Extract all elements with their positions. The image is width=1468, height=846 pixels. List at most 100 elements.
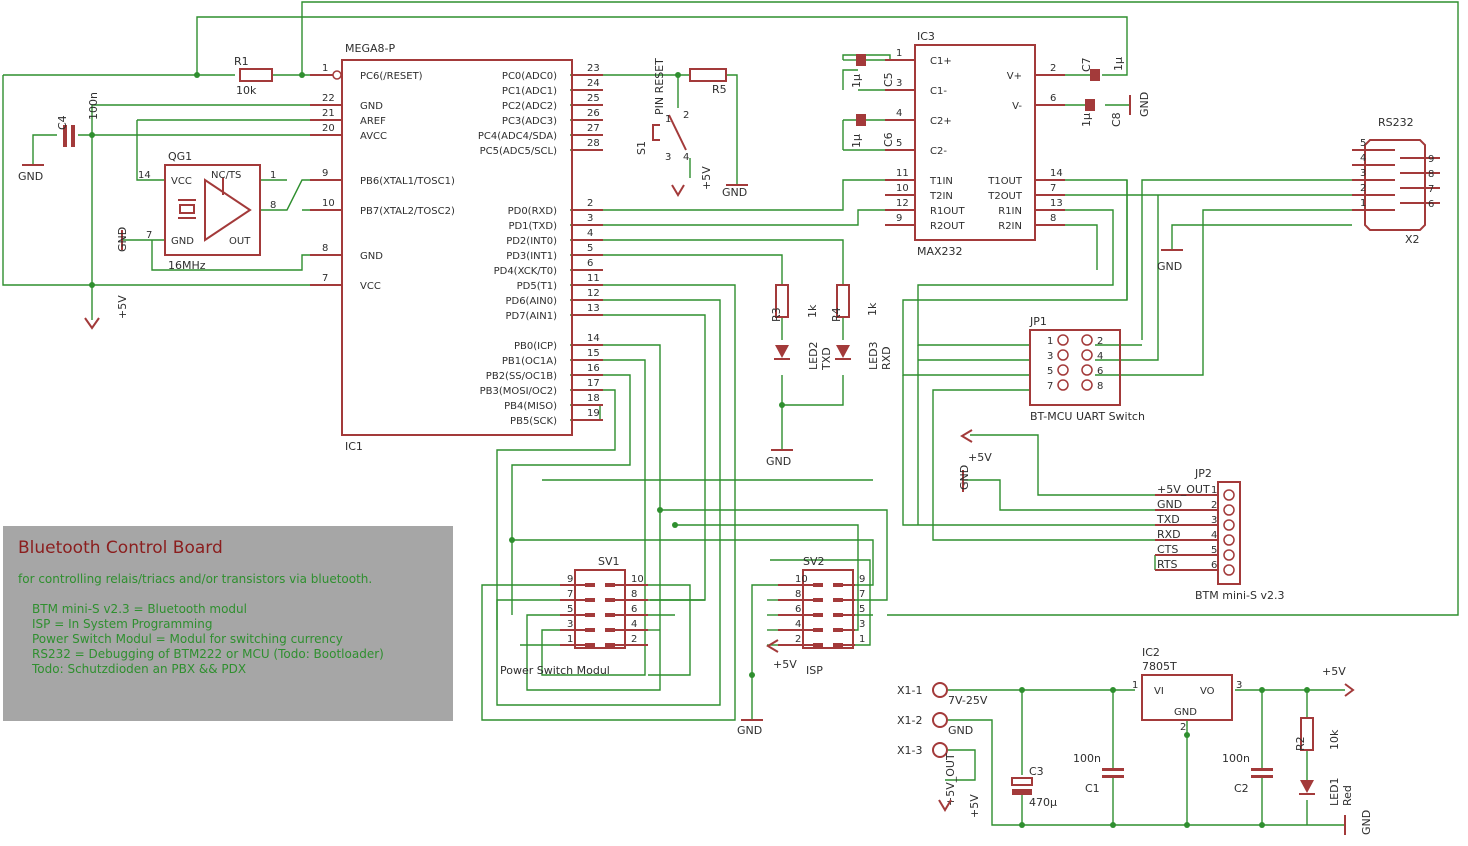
ic1-pin-number: 14 [587, 333, 600, 344]
connector-jp2: JP2 BTM mini-S v2.3 1+5V_OUT2GND3TXD4RXD… [1155, 467, 1285, 602]
ic3-pin-number: 3 [896, 78, 902, 89]
ic1-pin-label: PC1(ADC1) [502, 86, 557, 97]
switch-s1[interactable]: PIN RESET S1 1 2 3 4 [635, 58, 689, 163]
rs232-pin-number: 5 [1360, 138, 1366, 149]
svg-text:C7: C7 [1080, 57, 1093, 72]
svg-text:1k: 1k [806, 304, 819, 318]
ic3-pin-label: R1IN [998, 206, 1022, 217]
ic1-pin-label: PD0(RXD) [508, 206, 557, 217]
ic3-pin-number: 13 [1050, 198, 1063, 209]
sv1-pin-number: 10 [631, 574, 644, 585]
svg-text:1: 1 [270, 170, 276, 181]
svg-text:+5V: +5V [773, 658, 797, 671]
svg-text:LED1: LED1 [1328, 777, 1341, 806]
svg-text:1k: 1k [866, 302, 879, 316]
svg-text:OUT: OUT [229, 236, 251, 247]
r1-ref: R1 [234, 55, 249, 68]
resistor-r5: R5 [689, 68, 727, 96]
ic1-pin-number: 28 [587, 138, 600, 149]
sv2-pin [813, 598, 823, 602]
rs232-pin-number: 4 [1360, 153, 1366, 164]
sv2-pin [833, 643, 843, 647]
led-led1: LED1 Red [1299, 777, 1354, 806]
jp1-pin[interactable] [1057, 334, 1069, 346]
jp2-pin-label: CTS [1157, 543, 1178, 556]
svg-text:GND: GND [766, 455, 791, 468]
jp1-pin-number: 8 [1097, 381, 1103, 392]
gnd-symbol: GND [18, 164, 44, 183]
svg-text:1: 1 [665, 114, 671, 125]
capacitor-c8: 1µ C8 [1080, 99, 1123, 127]
sv1-pin-number: 9 [567, 574, 573, 585]
ic3-pin-label: V+ [1007, 71, 1022, 82]
jp2-pin-number: 1 [1211, 485, 1217, 496]
ic1-pin-number: 11 [587, 273, 600, 284]
svg-text:GND: GND [1174, 707, 1197, 718]
svg-text:2: 2 [1180, 722, 1186, 733]
svg-text:R3: R3 [770, 307, 783, 322]
svg-text:470µ: 470µ [1029, 796, 1057, 809]
r5-ref: R5 [712, 83, 727, 96]
svg-text:C2: C2 [1234, 782, 1249, 795]
svg-text:10k: 10k [1328, 729, 1341, 750]
sv2-pin-number: 1 [859, 634, 865, 645]
ic3-pin-label: T1OUT [987, 176, 1023, 187]
svg-text:+5V_OUT: +5V_OUT [944, 753, 957, 806]
jp1-pin[interactable] [1057, 379, 1069, 391]
ic1-pin-number: 27 [587, 123, 600, 134]
jp1-pin[interactable] [1081, 379, 1093, 391]
ic1-pin-number: 16 [587, 363, 600, 374]
jp1-pin[interactable] [1057, 364, 1069, 376]
ic3-pin-number: 10 [896, 183, 909, 194]
resistor-r4: R4 1k [830, 284, 879, 322]
svg-text:1µ: 1µ [1080, 113, 1093, 127]
c4-value: 100n [87, 92, 100, 120]
sv1-pin [585, 583, 595, 587]
capacitor-c4: C4 100n [56, 92, 100, 147]
svg-text:C5: C5 [882, 72, 895, 87]
ic3-pin-label: C2- [930, 146, 947, 157]
sv1-pin [605, 583, 615, 587]
gnd-label: GND [18, 170, 43, 183]
svg-text:RXD: RXD [880, 346, 893, 370]
gnd-symbol-rs232: GND [1157, 249, 1183, 273]
sv1-pin-number: 4 [631, 619, 637, 630]
ic3-name: MAX232 [917, 245, 963, 258]
ic1-mega8: MEGA8-P IC1 1PC6(/RESET)22GND21AREF20AVC… [310, 42, 603, 453]
gnd-symbol-power: GND [1344, 810, 1373, 835]
ic1-name: MEGA8-P [345, 42, 395, 55]
ic1-pin-number: 24 [587, 78, 600, 89]
sv2-pin [833, 613, 843, 617]
svg-text:GND: GND [1360, 810, 1373, 835]
svg-text:1µ: 1µ [850, 74, 863, 88]
jp1-pin[interactable] [1081, 334, 1093, 346]
svg-text:3: 3 [1236, 680, 1242, 691]
jp1-pin[interactable] [1081, 349, 1093, 361]
note-line: Todo: Schutzdioden an PBX && PDX [32, 662, 247, 676]
jp1-pin-number: 7 [1047, 381, 1053, 392]
ic2-regulator: IC2 7805T VI VO GND 1 2 3 [1132, 646, 1242, 733]
svg-text:GND: GND [171, 236, 194, 247]
jp2-pin-number: 6 [1211, 560, 1217, 571]
jp2-ref: JP2 [1194, 467, 1212, 480]
jp1-pin[interactable] [1081, 364, 1093, 376]
gnd-symbol-jp2: GND [958, 465, 971, 492]
svg-text:VI: VI [1154, 686, 1164, 697]
led-led2: LED2 TXD [774, 341, 833, 371]
ic1-pin-number: 25 [587, 93, 600, 104]
jp1-name: BT-MCU UART Switch [1030, 410, 1145, 423]
ic3-pin-number: 11 [896, 168, 909, 179]
capacitor-c6: 1µ C6 [850, 114, 895, 148]
ic3-pin-label: R2OUT [930, 221, 966, 232]
jp1-pin[interactable] [1057, 349, 1069, 361]
sv2-pin-number: 6 [795, 604, 801, 615]
ic1-pin-number: 1 [322, 63, 328, 74]
ic1-pin-label: PD2(INT0) [506, 236, 557, 247]
svg-text:TXD: TXD [820, 347, 833, 371]
ic3-max232: IC3 MAX232 1C1+3C1-4C2+5C2-11T1IN10T2IN1… [885, 30, 1065, 258]
ic1-pin-number: 3 [587, 213, 593, 224]
terminal-x1[interactable]: X1-1 X1-2 X1-3 7V-25V GND +5V_OUT [897, 682, 988, 806]
rs232-pin-number: 2 [1360, 183, 1366, 194]
s1-ref: S1 [635, 141, 648, 155]
